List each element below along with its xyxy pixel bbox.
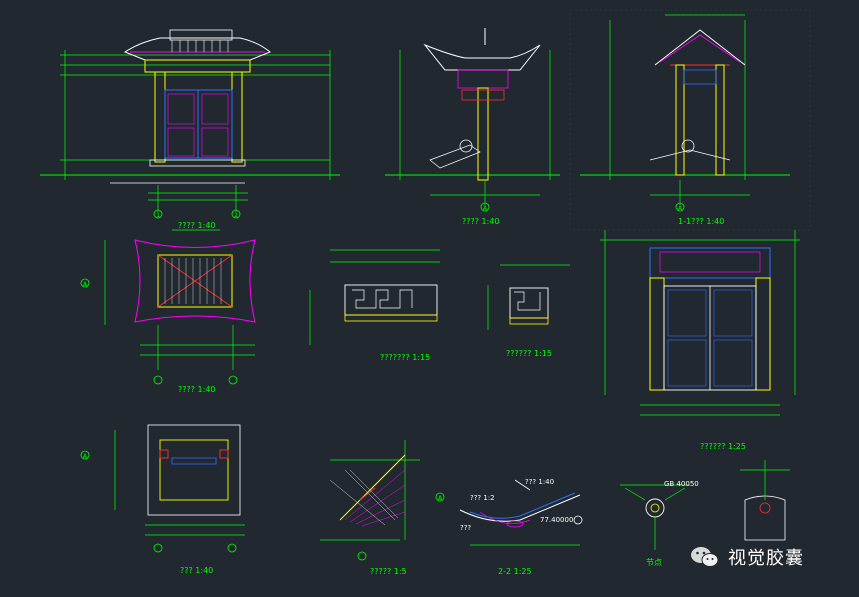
floor-plan: A ??? 1:40 — [80, 424, 245, 575]
caption-roof-plan: ???? 1:40 — [178, 385, 216, 394]
door-detail: ?????? 1:25 — [600, 230, 800, 451]
watermark: 视觉胶囊 — [690, 540, 850, 574]
callout-text-a: GB 40050 — [664, 480, 699, 488]
callout-note-b: ??? — [460, 524, 471, 532]
axis-label-a-eave: A — [438, 495, 443, 502]
caption-node-detail: 节点 — [646, 558, 662, 567]
node-detail: GB 40050 节点 — [620, 460, 790, 567]
axis-label-a-section: A — [678, 205, 683, 212]
section-1-1: A 1-1??? 1:40 — [580, 14, 790, 226]
section-2-2: ??? 1:40 ??? 1:2 77.40000 ??? 2-2 1:25 — [459, 478, 583, 576]
caption-section-1-1: 1-1??? 1:40 — [678, 217, 724, 226]
caption-floor-plan: ??? 1:40 — [180, 566, 213, 575]
side-elevation: A ???? 1:40 — [385, 28, 560, 226]
axis-label-a-plan: A — [83, 453, 88, 460]
axis-bubble-1 — [153, 209, 163, 219]
detail-b: ?????? 1:15 — [487, 264, 570, 358]
front-elevation: 1 2 ???? 1:40 — [40, 29, 340, 231]
caption-front-elevation: ???? 1:40 — [178, 221, 216, 230]
axis-label-a-side: A — [483, 205, 488, 212]
caption-door-detail: ?????? 1:25 — [700, 442, 746, 451]
detail-a: ??????? 1:15 — [309, 249, 440, 362]
eave-detail: A ????? 1:5 — [320, 440, 445, 576]
axis-label-2: 2 — [234, 212, 238, 219]
caption-detail-b: ?????? 1:15 — [506, 349, 552, 358]
axis-label-1: 1 — [156, 212, 160, 219]
callout-note-a: ??? 1:2 — [470, 494, 495, 502]
caption-detail-a: ??????? 1:15 — [380, 353, 430, 362]
callout-eave-label: ??? 1:40 — [525, 478, 554, 486]
callout-rafter-label: 77.40000 — [540, 516, 573, 524]
axis-label-a-roof: A — [83, 281, 88, 288]
axis-bubble-2 — [231, 209, 241, 219]
caption-section-2-2: 2-2 1:25 — [498, 567, 532, 576]
watermark-text: 视觉胶囊 — [728, 548, 804, 569]
caption-side-elevation: ???? 1:40 — [462, 217, 500, 226]
wechat-icon — [690, 545, 720, 569]
roof-plan: A ???? 1:40 — [80, 239, 256, 394]
caption-eave-detail: ????? 1:5 — [370, 567, 407, 576]
